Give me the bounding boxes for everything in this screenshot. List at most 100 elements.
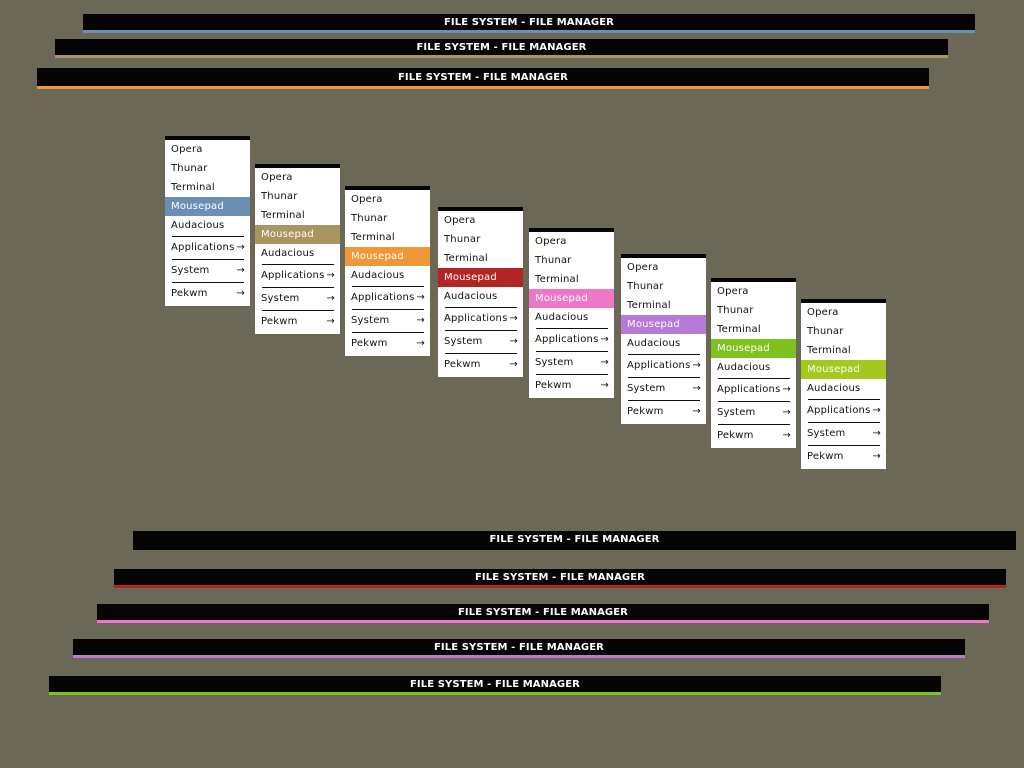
arrow-right-icon: →: [236, 242, 245, 253]
menu-item-mousepad[interactable]: Mousepad: [711, 339, 796, 358]
submenu-pekwm[interactable]: Pekwm→: [801, 447, 886, 467]
submenu-applications[interactable]: Applications→: [621, 356, 706, 376]
menu-separator: [445, 353, 517, 354]
submenu-pekwm[interactable]: Pekwm→: [438, 355, 523, 375]
submenu-label: System: [444, 336, 483, 347]
submenu-pekwm[interactable]: Pekwm→: [621, 402, 706, 422]
menu-item-thunar[interactable]: Thunar: [261, 191, 298, 202]
arrow-right-icon: →: [872, 405, 881, 416]
window-title: FILE SYSTEM - FILE MANAGER: [489, 533, 660, 545]
submenu-label: System: [627, 383, 666, 394]
menu-item-audacious[interactable]: Audacious: [535, 312, 589, 323]
menu-item-terminal[interactable]: Terminal: [535, 274, 579, 285]
menu-item-mousepad[interactable]: Mousepad: [345, 247, 430, 266]
menu-item-terminal[interactable]: Terminal: [444, 253, 488, 264]
menu-item-opera[interactable]: Opera: [444, 215, 476, 226]
window-titlebar-pink[interactable]: FILE SYSTEM - FILE MANAGER: [97, 604, 989, 623]
submenu-applications[interactable]: Applications→: [801, 401, 886, 421]
menu-item-opera[interactable]: Opera: [535, 236, 567, 247]
menu-item-terminal[interactable]: Terminal: [717, 324, 761, 335]
submenu-label: Pekwm: [444, 359, 481, 370]
menu-item-thunar[interactable]: Thunar: [717, 305, 754, 316]
window-titlebar-red[interactable]: FILE SYSTEM - FILE MANAGER: [114, 569, 1006, 588]
menu-item-audacious[interactable]: Audacious: [717, 362, 771, 373]
menu-item-thunar[interactable]: Thunar: [171, 163, 208, 174]
menu-separator: [172, 282, 244, 283]
menu-item-audacious[interactable]: Audacious: [444, 291, 498, 302]
window-titlebar-purple[interactable]: FILE SYSTEM - FILE MANAGER: [73, 639, 965, 658]
menu-separator: [262, 264, 334, 265]
submenu-system[interactable]: System→: [711, 403, 796, 423]
menu-item-opera[interactable]: Opera: [351, 194, 383, 205]
submenu-pekwm[interactable]: Pekwm→: [165, 284, 250, 304]
arrow-right-icon: →: [326, 270, 335, 281]
window-titlebar-blue[interactable]: FILE SYSTEM - FILE MANAGER: [83, 14, 975, 33]
submenu-applications[interactable]: Applications→: [438, 309, 523, 329]
menu-item-audacious[interactable]: Audacious: [627, 338, 681, 349]
submenu-system[interactable]: System→: [165, 261, 250, 281]
submenu-label: Applications: [807, 405, 871, 416]
window-titlebar-green[interactable]: FILE SYSTEM - FILE MANAGER: [49, 676, 941, 695]
submenu-applications[interactable]: Applications→: [345, 288, 430, 308]
submenu-system[interactable]: System→: [529, 353, 614, 373]
menu-separator: [445, 307, 517, 308]
menu-item-thunar[interactable]: Thunar: [807, 326, 844, 337]
arrow-right-icon: →: [600, 357, 609, 368]
menu-item-audacious[interactable]: Audacious: [171, 220, 225, 231]
submenu-system[interactable]: System→: [438, 332, 523, 352]
submenu-applications[interactable]: Applications→: [529, 330, 614, 350]
menu-item-thunar[interactable]: Thunar: [535, 255, 572, 266]
menu-item-thunar[interactable]: Thunar: [351, 213, 388, 224]
menu-item-mousepad[interactable]: Mousepad: [438, 268, 523, 287]
window-titlebar-black[interactable]: FILE SYSTEM - FILE MANAGER: [133, 531, 1016, 550]
arrow-right-icon: →: [326, 293, 335, 304]
submenu-applications[interactable]: Applications→: [165, 238, 250, 258]
submenu-pekwm[interactable]: Pekwm→: [255, 312, 340, 332]
submenu-system[interactable]: System→: [345, 311, 430, 331]
menu-item-audacious[interactable]: Audacious: [351, 270, 405, 281]
arrow-right-icon: →: [692, 406, 701, 417]
menu-item-opera[interactable]: Opera: [171, 144, 203, 155]
menu-separator: [808, 445, 880, 446]
submenu-pekwm[interactable]: Pekwm→: [711, 426, 796, 446]
window-titlebar-khaki[interactable]: FILE SYSTEM - FILE MANAGER: [55, 39, 948, 58]
submenu-label: Applications: [261, 270, 325, 281]
menu-item-terminal[interactable]: Terminal: [261, 210, 305, 221]
menu-separator: [628, 400, 700, 401]
menu-item-opera[interactable]: Opera: [717, 286, 749, 297]
menu-item-terminal[interactable]: Terminal: [627, 300, 671, 311]
submenu-pekwm[interactable]: Pekwm→: [345, 334, 430, 354]
submenu-system[interactable]: System→: [255, 289, 340, 309]
menu-item-thunar[interactable]: Thunar: [627, 281, 664, 292]
menu-item-audacious[interactable]: Audacious: [261, 248, 315, 259]
menu-item-opera[interactable]: Opera: [261, 172, 293, 183]
menu-item-mousepad[interactable]: Mousepad: [529, 289, 614, 308]
menu-item-audacious[interactable]: Audacious: [807, 383, 861, 394]
menu-item-opera[interactable]: Opera: [807, 307, 839, 318]
menu-item-terminal[interactable]: Terminal: [351, 232, 395, 243]
menu-item-terminal[interactable]: Terminal: [171, 182, 215, 193]
menu-item-mousepad[interactable]: Mousepad: [801, 360, 886, 379]
submenu-label: Applications: [535, 334, 599, 345]
submenu-system[interactable]: System→: [801, 424, 886, 444]
submenu-applications[interactable]: Applications→: [711, 380, 796, 400]
arrow-right-icon: →: [782, 430, 791, 441]
window-titlebar-orange[interactable]: FILE SYSTEM - FILE MANAGER: [37, 68, 929, 89]
menu-item-thunar[interactable]: Thunar: [444, 234, 481, 245]
menu-item-mousepad[interactable]: Mousepad: [255, 225, 340, 244]
arrow-right-icon: →: [416, 292, 425, 303]
submenu-applications[interactable]: Applications→: [255, 266, 340, 286]
submenu-pekwm[interactable]: Pekwm→: [529, 376, 614, 396]
menu-separator: [718, 424, 790, 425]
menu-item-opera[interactable]: Opera: [627, 262, 659, 273]
submenu-system[interactable]: System→: [621, 379, 706, 399]
menu-item-mousepad[interactable]: Mousepad: [621, 315, 706, 334]
menu-item-mousepad[interactable]: Mousepad: [165, 197, 250, 216]
arrow-right-icon: →: [236, 265, 245, 276]
arrow-right-icon: →: [872, 428, 881, 439]
menu-item-terminal[interactable]: Terminal: [807, 345, 851, 356]
